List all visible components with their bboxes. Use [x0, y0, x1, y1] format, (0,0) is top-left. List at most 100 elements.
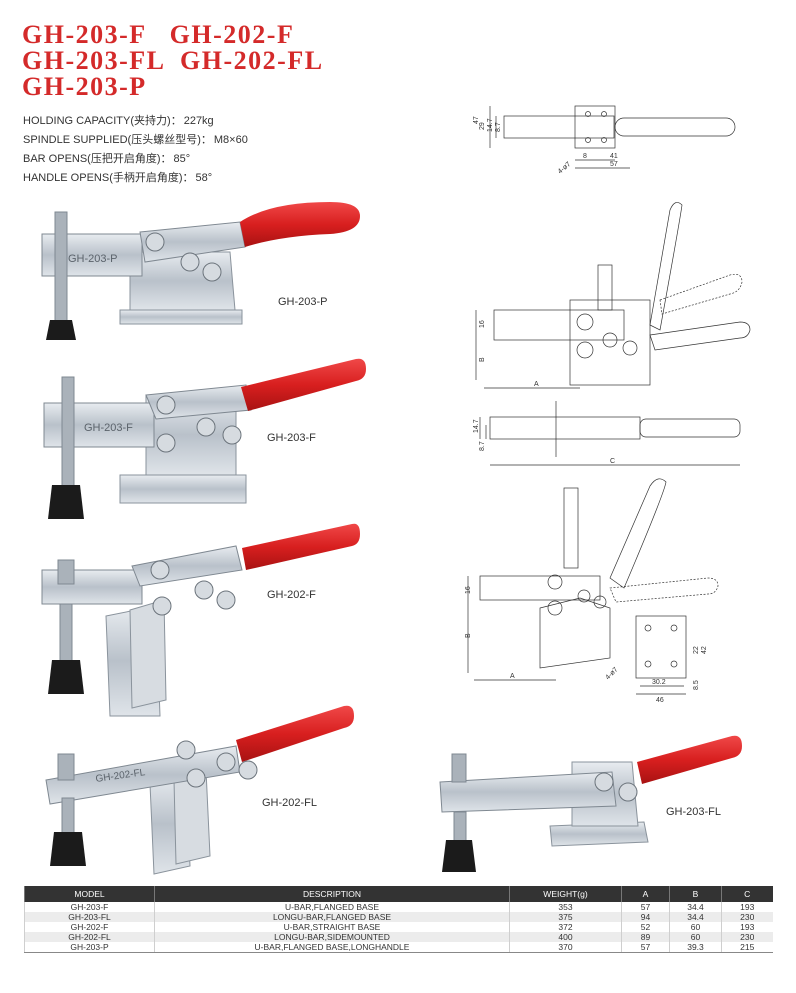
- title-line-2: GH-203-FL GH-202-FL: [22, 46, 324, 75]
- dim-label: A: [534, 381, 539, 388]
- cell-a: 89: [621, 932, 670, 942]
- product-label-gh-202-f: GH-202-F: [267, 589, 316, 601]
- col-header-a: A: [621, 886, 670, 902]
- table-row: GH-203-FL LONGU-BAR,FLANGED BASE 375 94 …: [24, 912, 773, 922]
- col-header-model: MODEL: [24, 886, 155, 902]
- cell-model: GH-203-FL: [24, 912, 155, 922]
- product-label-gh-203-fl: GH-203-FL: [666, 806, 722, 818]
- cell-a: 52: [621, 922, 670, 932]
- title-line-1: GH-203-F GH-202-F: [22, 20, 295, 49]
- cell-c: 230: [721, 912, 773, 922]
- spec-spindle: SPINDLE SUPPLIED(压头螺丝型号)：M8×60: [23, 131, 248, 150]
- spec-value: 227kg: [183, 115, 214, 127]
- cell-description: U-BAR,FLANGED BASE,LONGHANDLE: [154, 942, 510, 953]
- technical-drawing-side-view-2: 16 B A: [465, 478, 719, 681]
- cell-c: 230: [721, 932, 773, 942]
- spec-value: 85°: [173, 153, 191, 165]
- cell-model: GH-202-FL: [24, 932, 155, 942]
- dim-label: 4-ø7: [604, 666, 619, 681]
- cell-b: 34.4: [669, 902, 722, 912]
- cell-c: 193: [721, 922, 773, 932]
- cell-weight: 353: [509, 902, 622, 912]
- dim-label: B: [479, 357, 486, 362]
- dim-label: 16: [479, 320, 486, 328]
- cell-model: GH-202-F: [24, 922, 155, 932]
- col-header-b: B: [669, 886, 722, 902]
- col-header-weight: WEIGHT(g): [509, 886, 622, 902]
- table-header-row: MODEL DESCRIPTION WEIGHT(g) A B C: [24, 886, 773, 902]
- dim-label: 42: [701, 646, 708, 654]
- table-row: GH-202-FL LONGU-BAR,SIDEMOUNTED 400 89 6…: [24, 932, 773, 942]
- spec-label: BAR OPENS(压把开启角度)：: [23, 153, 172, 165]
- cell-c: 193: [721, 902, 773, 912]
- product-image-gh-203-p: GH-203-P: [41, 202, 360, 340]
- spec-table: MODEL DESCRIPTION WEIGHT(g) A B C GH-203…: [24, 886, 773, 953]
- cell-c: 215: [721, 942, 773, 953]
- cell-description: U-BAR,STRAIGHT BASE: [154, 922, 510, 932]
- table-row: GH-203-P U-BAR,FLANGED BASE,LONGHANDLE 3…: [24, 942, 773, 953]
- dim-label: C: [610, 458, 615, 465]
- cell-weight: 370: [509, 942, 622, 953]
- product-label-gh-203-p: GH-203-P: [278, 296, 328, 308]
- dim-label: 4-ø7: [557, 161, 573, 176]
- cell-model: GH-203-F: [24, 902, 155, 912]
- cell-weight: 372: [509, 922, 622, 932]
- title-line-3: GH-203-P: [22, 72, 147, 101]
- dim-label: 57: [610, 161, 618, 168]
- dim-label: A: [510, 673, 515, 680]
- dim-label: 8.5: [693, 680, 700, 690]
- dim-label: 8.7: [479, 441, 486, 451]
- spec-label: SPINDLE SUPPLIED(压头螺丝型号)：: [23, 134, 212, 146]
- product-image-gh-203-fl: [439, 735, 742, 872]
- cell-weight: 375: [509, 912, 622, 922]
- spec-label: HOLDING CAPACITY(夹持力)：: [23, 115, 182, 127]
- cell-a: 94: [621, 912, 670, 922]
- dim-label: 47: [473, 116, 480, 124]
- dim-label: 8: [583, 153, 587, 160]
- col-header-description: DESCRIPTION: [154, 886, 510, 902]
- cell-b: 60: [669, 922, 722, 932]
- product-image-gh-203-f: GH-203-F: [43, 358, 366, 519]
- dim-label: 41: [610, 153, 618, 160]
- dim-label: B: [465, 633, 472, 638]
- spec-bar-opens: BAR OPENS(压把开启角度)：85°: [23, 150, 248, 169]
- product-image-gh-202-fl: GH-202-FL: [45, 705, 354, 875]
- table-row: GH-203-F U-BAR,FLANGED BASE 353 57 34.4 …: [24, 902, 773, 912]
- technical-drawing-side-view-1: 16 B A: [475, 202, 751, 389]
- cell-weight: 400: [509, 932, 622, 942]
- technical-drawing-side-plate: 4-ø7 30.2 46 8.5 22 42: [604, 615, 708, 703]
- title-block: GH-203-F GH-202-F GH-203-FL GH-202-FL GH…: [22, 22, 324, 100]
- dim-label: 22: [693, 646, 700, 654]
- spec-handle-opens: HANDLE OPENS(手柄开启角度)：58°: [23, 169, 248, 188]
- dim-label: 30.2: [652, 679, 666, 686]
- cell-b: 34.4: [669, 912, 722, 922]
- cell-a: 57: [621, 902, 670, 912]
- cell-b: 39.3: [669, 942, 722, 953]
- product-label-gh-203-f: GH-203-F: [267, 432, 316, 444]
- dim-label: 8.7: [495, 122, 502, 132]
- spec-value: M8×60: [213, 134, 248, 146]
- spec-value: 58°: [195, 172, 213, 184]
- cell-description: LONGU-BAR,SIDEMOUNTED: [154, 932, 510, 942]
- table-row: GH-202-F U-BAR,STRAIGHT BASE 372 52 60 1…: [24, 922, 773, 932]
- dim-label: 14.7: [487, 118, 494, 132]
- cell-model: GH-203-P: [24, 942, 155, 953]
- dim-label: 16: [465, 586, 472, 594]
- cell-b: 60: [669, 932, 722, 942]
- cell-description: LONGU-BAR,FLANGED BASE: [154, 912, 510, 922]
- spec-holding-capacity: HOLDING CAPACITY(夹持力)：227kg: [23, 112, 248, 131]
- product-label-gh-202-fl: GH-202-FL: [262, 797, 318, 809]
- cell-description: U-BAR,FLANGED BASE: [154, 902, 510, 912]
- dim-label: 29: [479, 122, 486, 130]
- dim-label: 14.7: [473, 419, 480, 433]
- col-header-c: C: [721, 886, 773, 902]
- product-image-gh-202-f: [41, 523, 360, 717]
- spec-list: HOLDING CAPACITY(夹持力)：227kg SPINDLE SUPP…: [23, 112, 248, 188]
- stamp-text: GH-203-P: [68, 253, 118, 265]
- spec-label: HANDLE OPENS(手柄开启角度)：: [23, 172, 194, 184]
- technical-drawing-top-flat: 14.7 8.7 C: [473, 401, 741, 466]
- cell-a: 57: [621, 942, 670, 953]
- stamp-text: GH-203-F: [84, 422, 133, 434]
- dim-label: 46: [656, 697, 664, 703]
- technical-drawing-top-view: 47 29 14.7 8.7 8 41 57 4-ø7: [473, 105, 736, 176]
